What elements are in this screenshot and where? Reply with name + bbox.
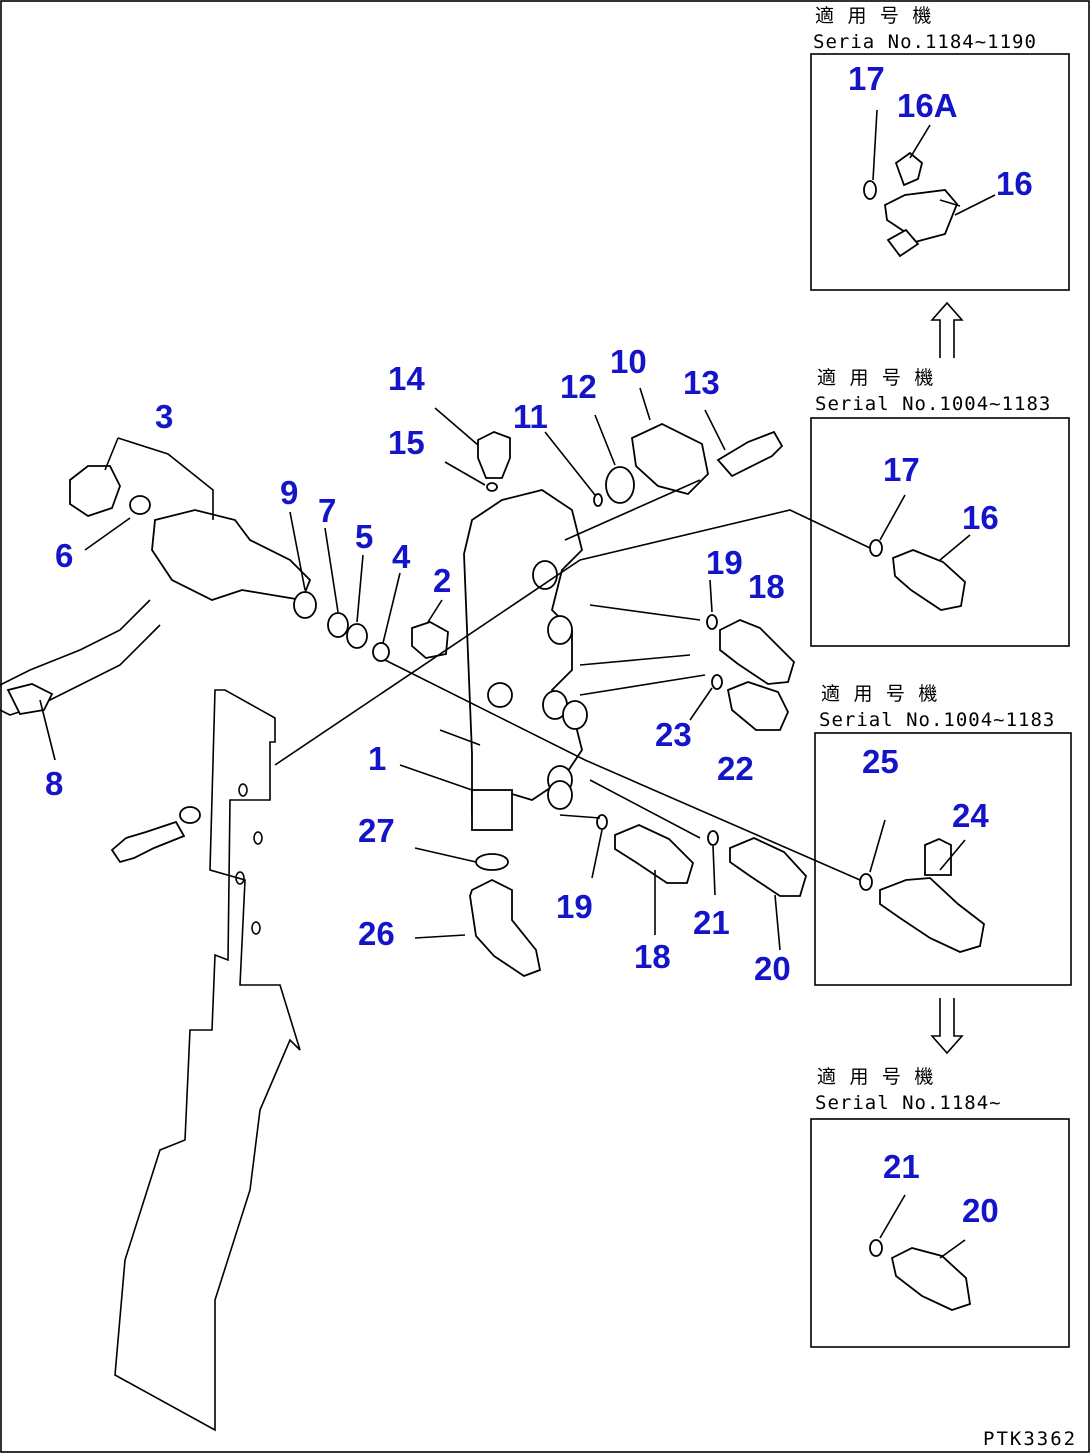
variant-4-label-21: 21 xyxy=(883,1148,920,1185)
arrow-up-icon xyxy=(930,301,964,358)
variant-1-jp: 適 用 号 機 xyxy=(815,5,932,27)
callout-27: 27 xyxy=(358,812,395,849)
variant-1-label-17: 17 xyxy=(848,60,885,97)
variant-2-jp: 適 用 号 機 xyxy=(817,367,934,389)
variant-4-parts xyxy=(869,1194,972,1311)
callout-26: 26 xyxy=(358,915,395,952)
variant-4-frame xyxy=(810,1118,1070,1348)
callout-5: 5 xyxy=(355,518,373,555)
main-assembly xyxy=(0,387,871,1432)
variant-4-label-20: 20 xyxy=(962,1192,999,1229)
variant-1-label-16: 16 xyxy=(996,165,1033,202)
variant-2-serial: Serial No.1004~1183 xyxy=(815,393,1051,415)
variant-box-2: 適 用 号 機 Serial No.1004~1183 17 16 xyxy=(810,367,1070,647)
callout-18-upper: 18 xyxy=(748,568,785,605)
variant-3-serial: Serial No.1004~1183 xyxy=(819,709,1055,731)
callout-1: 1 xyxy=(368,740,386,777)
variant-4-serial: Serial No.1184~ xyxy=(815,1092,1002,1114)
callouts: 1 2 3 4 5 6 7 8 9 10 11 12 13 14 15 18 1… xyxy=(45,343,791,987)
variant-2-label-17: 17 xyxy=(883,451,920,488)
callout-21: 21 xyxy=(693,904,730,941)
callout-15: 15 xyxy=(388,424,425,461)
variant-1-parts xyxy=(863,109,996,258)
variant-1-label-16a: 16A xyxy=(897,87,958,124)
callout-10: 10 xyxy=(610,343,647,380)
variant-2-parts xyxy=(869,494,971,611)
variant-4-jp: 適 用 号 機 xyxy=(817,1066,934,1088)
callout-13: 13 xyxy=(683,364,720,401)
callout-20: 20 xyxy=(754,950,791,987)
callout-14: 14 xyxy=(388,360,425,397)
arrow-down-icon xyxy=(930,998,964,1055)
callout-8: 8 xyxy=(45,765,63,802)
variant-2-label-16: 16 xyxy=(962,499,999,536)
diagram-code: PTK3362 xyxy=(983,1428,1077,1450)
callout-3: 3 xyxy=(155,398,173,435)
variant-3-parts xyxy=(859,819,985,953)
callout-12: 12 xyxy=(560,368,597,405)
callout-23: 23 xyxy=(655,716,692,753)
variant-1-frame xyxy=(810,53,1070,291)
variant-box-1: 適 用 号 機 Seria No.1184~1190 17 16A 16 xyxy=(810,5,1070,291)
callout-18-lower: 18 xyxy=(634,938,671,975)
variant-box-3: 適 用 号 機 Serial No.1004~1183 25 24 xyxy=(814,683,1072,986)
callout-19-lower: 19 xyxy=(556,888,593,925)
callout-19-upper: 19 xyxy=(706,544,743,581)
callout-11: 11 xyxy=(513,398,548,435)
callout-9: 9 xyxy=(280,474,298,511)
variant-3-label-24: 24 xyxy=(952,797,989,834)
variant-box-4: 適 用 号 機 Serial No.1184~ 21 20 xyxy=(810,1066,1070,1348)
leader-lines xyxy=(39,387,871,951)
callout-2: 2 xyxy=(433,562,451,599)
callout-6: 6 xyxy=(55,537,73,574)
callout-7: 7 xyxy=(318,492,336,529)
bracket-plate xyxy=(114,689,301,1432)
callout-4: 4 xyxy=(392,538,411,575)
variant-1-serial: Seria No.1184~1190 xyxy=(813,31,1037,53)
variant-3-label-25: 25 xyxy=(862,743,899,780)
variant-2-frame xyxy=(810,417,1070,647)
variant-3-jp: 適 用 号 機 xyxy=(821,683,938,705)
callout-22: 22 xyxy=(717,750,754,787)
variant-3-frame xyxy=(814,732,1072,986)
